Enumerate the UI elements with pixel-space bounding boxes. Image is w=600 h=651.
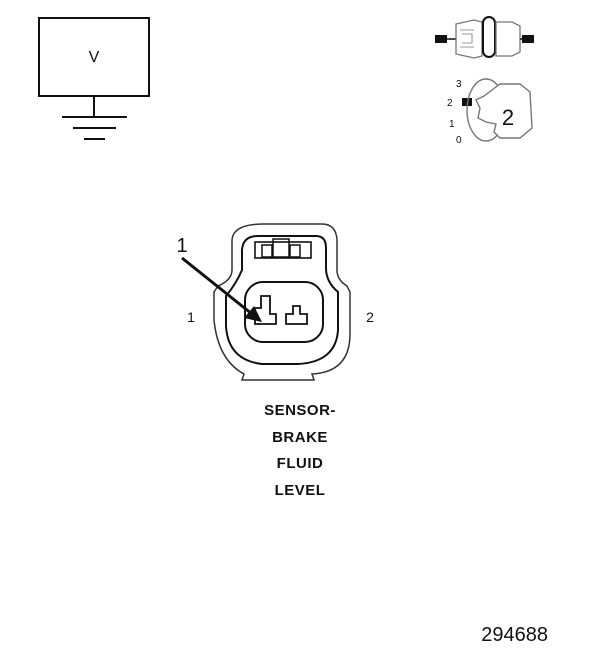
pin-label-left: 1 [187,309,195,325]
connector-caption-line-4: LEVEL [274,482,326,499]
voltmeter-label: V [89,49,100,66]
terminal-pin-2 [285,305,308,325]
knob-position-0: 0 [456,135,462,146]
callout-number: 1 [176,235,187,257]
knob-setting-label: 2 [502,105,514,130]
connector-inner-shell [225,235,339,365]
knob-position-1: 1 [449,119,455,130]
mode-knob-icon: 3 2 1 0 2 [447,78,533,146]
figure-number: 294688 [481,624,548,646]
connector-latch [254,241,312,259]
latch-tab-center [272,238,290,258]
knob-position-2: 2 [447,98,453,109]
test-probe-icon [435,16,534,59]
callout-arrowhead [244,306,262,322]
connector-cavity [244,281,324,343]
pin-label-right: 2 [366,309,374,325]
connector-caption-line-3: FLUID [276,455,324,472]
voltmeter-ground-symbol: V [38,17,150,140]
latch-tab-left [261,244,273,258]
connector-caption-line-1: SENSOR- [264,402,336,419]
terminal-pin-1 [254,295,277,325]
latch-tab-right [289,244,301,258]
knob-position-3: 3 [456,79,462,90]
connector-caption-line-2: BRAKE [272,429,328,446]
connector-face: 1 1 2 [176,223,374,381]
callout-arrow [181,256,253,316]
connector-outer-shell [213,223,351,381]
